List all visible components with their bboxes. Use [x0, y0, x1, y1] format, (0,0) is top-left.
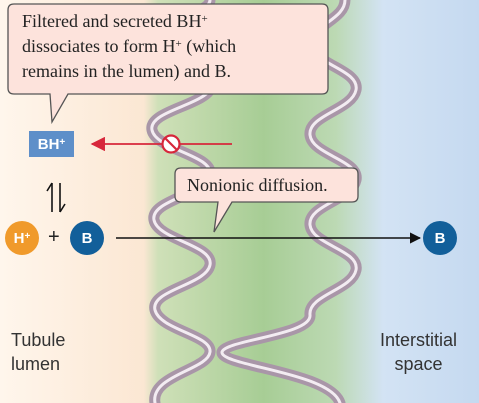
- interstitial-space-label-line-2: space: [394, 354, 443, 374]
- tubule-lumen-label: Tubule lumen: [11, 328, 65, 376]
- interstitial-space-label: Interstitial space: [380, 328, 457, 376]
- tubule-lumen-label-line-1: Tubule: [11, 330, 66, 350]
- bh-ion-label: BH: [37, 135, 60, 153]
- dissociation-callout-text: Filtered and secreted BH+ dissociates to…: [22, 9, 236, 84]
- callout-line-2-text-a: dissociates to form H: [22, 36, 176, 56]
- callout-line-1: Filtered and secreted BH+: [22, 9, 236, 34]
- no-entry-icon: [161, 134, 181, 154]
- bh-ion-charge: +: [59, 136, 66, 148]
- callout-line-2-superscript: +: [175, 38, 182, 50]
- callout-line-3: remains in the lumen) and B.: [22, 61, 231, 81]
- interstitial-space-label-line-1: Interstitial: [380, 330, 458, 350]
- base-molecule-lumen: B: [70, 221, 104, 255]
- tubule-lumen-label-line-2: lumen: [11, 354, 61, 374]
- hydrogen-ion-charge: +: [24, 230, 31, 242]
- nonionic-callout-text: Nonionic diffusion.: [187, 175, 328, 195]
- callout-line-1-text: Filtered and secreted BH: [22, 11, 202, 31]
- callout-line-1-superscript: +: [201, 13, 208, 25]
- bh-ion-box: BH+: [29, 131, 74, 157]
- nonionic-callout-bubble: [174, 167, 359, 233]
- hydrogen-ion: H+: [5, 221, 39, 255]
- plus-sign: +: [48, 226, 60, 248]
- callout-line-2-text-b: (which: [181, 36, 237, 56]
- hydrogen-ion-label: H: [13, 229, 25, 247]
- callout-line-2: dissociates to form H+ (which: [22, 34, 236, 59]
- equilibrium-arrows-icon: [46, 182, 66, 213]
- base-molecule-interstitium: B: [423, 221, 457, 255]
- dissociation-callout-bubble: [7, 3, 329, 125]
